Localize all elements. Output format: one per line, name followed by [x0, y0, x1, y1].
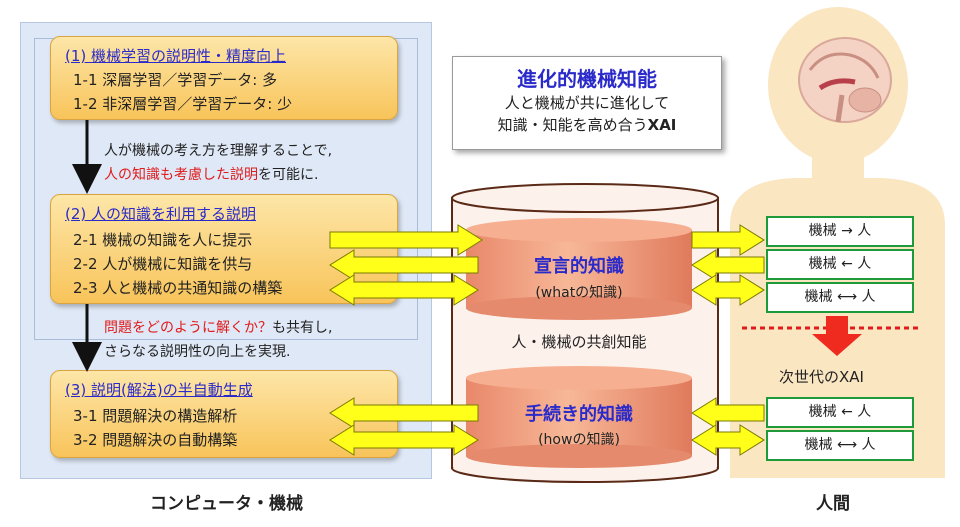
box3-item-1: 3-1 問題解決の構造解析	[73, 407, 238, 425]
declarative-title: 宣言的知識	[534, 256, 624, 277]
arrow-2-3-right	[691, 274, 765, 306]
note1-line2: 人の知識も考慮した説明を可能に.	[104, 164, 318, 184]
declarative-cylinder	[466, 218, 692, 320]
red-down-arrow-icon	[812, 316, 862, 356]
arrow-2-2-right	[691, 249, 765, 281]
procedural-title: 手続き的知識	[525, 404, 633, 425]
relation-top-1: 機械 → 人	[766, 216, 914, 247]
xai-line2: 知識・知能を高め合うXAI	[453, 114, 721, 136]
arrow-2-1-right	[691, 224, 765, 256]
procedural-cylinder	[466, 366, 692, 468]
arrow-3-2-right	[691, 424, 765, 456]
xai-line2-bold: XAI	[647, 116, 677, 134]
relation-top-2: 機械 ← 人	[766, 249, 914, 280]
arrow-3-1-left	[329, 397, 479, 429]
xai-title: 進化的機械知能	[517, 67, 657, 91]
box2-item-3: 2-3 人と機械の共通知識の構築	[73, 279, 283, 297]
neck-shape	[812, 148, 864, 188]
evolutionary-xai-box: 進化的機械知能 人と機械が共に進化して 知識・知能を高め合うXAI	[452, 56, 722, 150]
relation-top-3: 機械 ⟷ 人	[766, 282, 914, 313]
declarative-sub: (whatの知識)	[535, 285, 623, 301]
arrow-2-2-left	[329, 249, 479, 281]
arrow-3-1-right	[691, 397, 765, 429]
note2-rest: も共有し,	[272, 320, 333, 336]
box2-item-1: 2-1 機械の知識を人に提示	[73, 231, 253, 249]
box1-item-1: 1-1 深層学習／学習データ: 多	[73, 71, 278, 89]
human-caption: 人間	[816, 494, 850, 514]
relation-bottom-2: 機械 ⟷ 人	[766, 430, 914, 461]
arrow-2-1-left	[329, 224, 483, 256]
arrow-3-2-left	[329, 424, 479, 456]
computer-caption: コンピュータ・機械	[150, 494, 303, 514]
co-creation-label: 人・機械の共創知能	[511, 333, 647, 351]
procedural-sub: (howの知識)	[538, 432, 620, 448]
xai-line2-prefix: 知識・知能を高め合う	[497, 116, 648, 134]
note2-line1: 問題をどのように解くか？も共有し,	[104, 317, 332, 337]
box1-item-2: 1-2 非深層学習／学習データ: 少	[73, 95, 293, 113]
box3-item-2: 3-2 問題解決の自動構築	[73, 431, 238, 449]
xai-line1: 人と機械が共に進化して	[504, 94, 670, 112]
brain-icon	[798, 37, 892, 123]
next-gen-xai-label: 次世代のXAI	[779, 368, 864, 386]
arrow-2-3-left	[329, 274, 479, 306]
note2-highlight: 問題をどのように解くか？	[104, 320, 272, 336]
box2-title: (2) 人の知識を利用する説明	[65, 205, 257, 223]
note1-highlight: 人の知識も考慮した説明	[104, 167, 258, 183]
box1-title: (1) 機械学習の説明性・精度向上	[65, 47, 287, 65]
box3-title: (3) 説明(解法)の半自動生成	[65, 381, 253, 399]
note1-rest: を可能に.	[258, 167, 319, 183]
relation-bottom-1: 機械 ← 人	[766, 397, 914, 428]
box-ml-explainability: (1) 機械学習の説明性・精度向上 1-1 深層学習／学習データ: 多 1-2 …	[50, 36, 398, 120]
note1-line1: 人が機械の考え方を理解することで,	[104, 143, 333, 159]
note2-line2: さらなる説明性の向上を実現.	[104, 344, 291, 360]
box2-item-2: 2-2 人が機械に知識を供与	[73, 255, 253, 273]
